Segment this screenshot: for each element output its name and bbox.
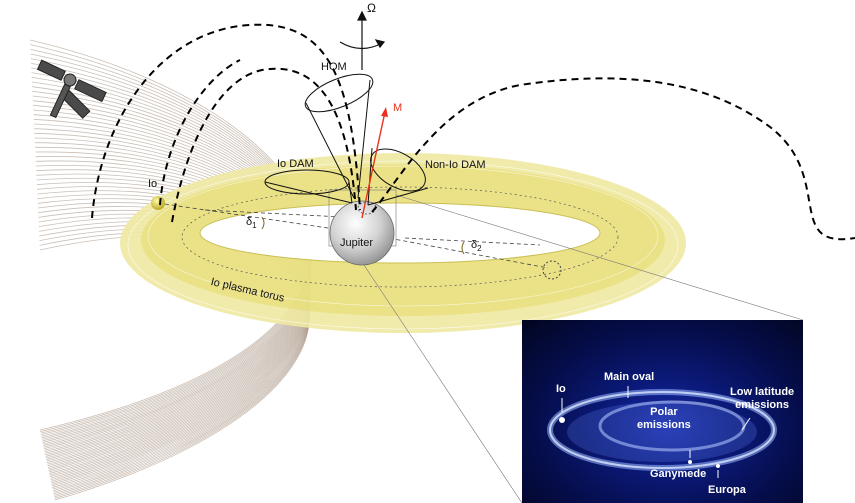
delta1-symbol: δ (246, 216, 253, 228)
non-io-dam-label: Non-Io DAM (425, 159, 486, 171)
polar-emissions-label: Polar emissions (637, 406, 691, 432)
rotation-axis (339, 10, 386, 70)
delta1-subscript: 1 (252, 221, 257, 231)
io-moon (151, 196, 165, 210)
io-dam-cone (264, 169, 353, 204)
non-io-dam-cone (367, 147, 429, 206)
delta1-label: δ1 (246, 217, 257, 230)
aurora-glow (547, 386, 777, 478)
low-latitude-line2: emissions (735, 399, 789, 412)
angle-arcs (261, 216, 465, 255)
aurora-image-inset: Io Main oval Polar emissions Low latitud… (522, 320, 803, 503)
jupiter-planet (328, 189, 397, 266)
low-latitude-emissions-label: Low latitude emissions (730, 386, 794, 412)
magnetic-axis-label: M (393, 102, 403, 114)
io-label: Io (148, 178, 158, 190)
ganymede-label: Ganymede (650, 468, 707, 480)
low-latitude-line1: Low latitude (730, 386, 795, 398)
magnetic-axis-arrow (361, 107, 388, 219)
radio-ray-paths (91, 23, 855, 241)
dotted-footprint-circle (542, 260, 562, 280)
delta2-symbol: δ (471, 239, 478, 251)
inset-io-label: Io (556, 383, 566, 395)
polar-emissions-line1: Polar (650, 406, 678, 418)
hom-label: HOM (321, 61, 347, 73)
jupiter-label: Jupiter (340, 237, 374, 249)
delta2-subscript: 2 (477, 244, 482, 254)
hom-cone (304, 73, 374, 199)
main-oval-label: Main oval (604, 371, 655, 383)
europa-label: Europa (708, 484, 746, 496)
omega-label: Ω (367, 1, 376, 15)
polar-emissions-line2: emissions (637, 419, 691, 432)
inset-connector-lines (361, 194, 804, 503)
io-plasma-torus (120, 153, 686, 333)
delta2-label: δ2 (471, 240, 482, 253)
spacecraft-icon (36, 59, 107, 119)
io-dam-label: Io DAM (277, 158, 314, 170)
